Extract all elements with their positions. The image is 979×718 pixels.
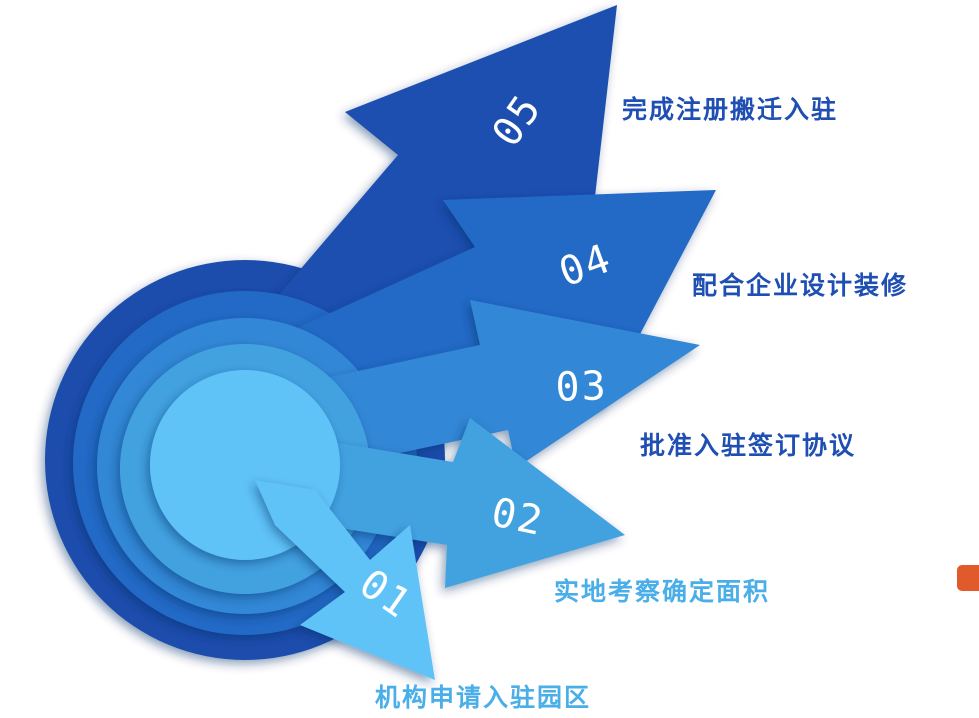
- step-label-05: 完成注册搬迁入驻: [622, 95, 839, 124]
- step-number-02: 02: [487, 489, 548, 545]
- step-label-01: 机构申请入驻园区: [375, 683, 592, 712]
- arrow-01: [255, 480, 435, 680]
- step-label-02: 实地考察确定面积: [554, 577, 771, 606]
- arrow-03: [270, 300, 700, 470]
- step-label-04: 配合企业设计装修: [692, 271, 909, 300]
- step-number-03: 03: [555, 363, 609, 411]
- partial-logo-icon: [957, 565, 979, 591]
- arrow-02: [290, 418, 625, 588]
- step-label-03: 批准入驻签订协议: [640, 431, 857, 460]
